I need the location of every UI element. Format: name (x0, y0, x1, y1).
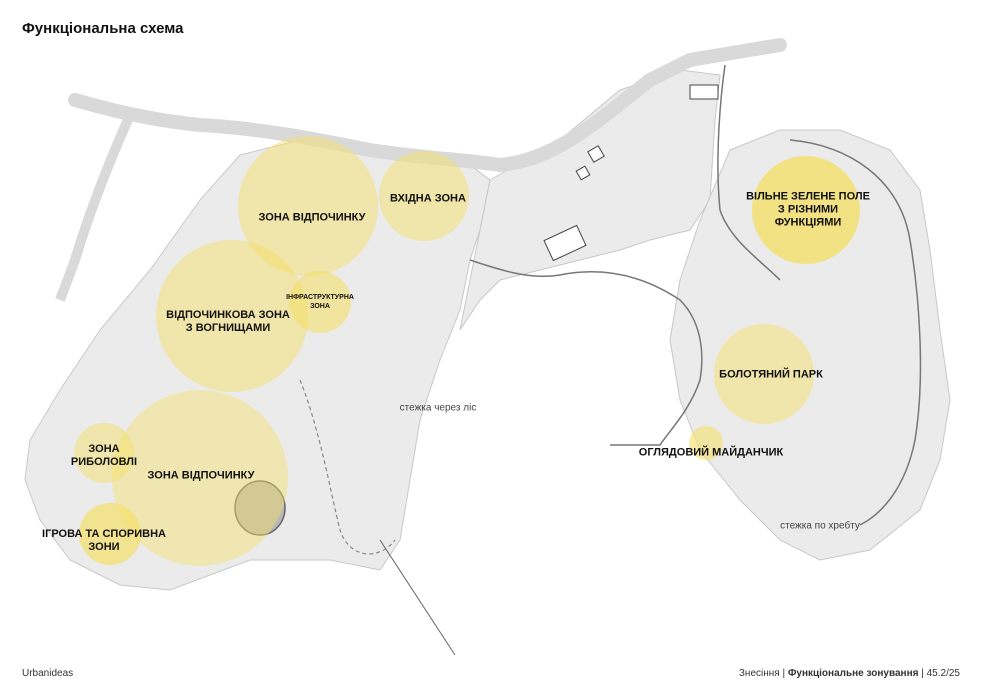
footer-separator: | (921, 668, 924, 679)
footer-section: Функціональне зонування (787, 668, 919, 679)
east-loop-path (789, 139, 922, 526)
zone-label-infra: ІНФРАСТРУКТУРНА ЗОНА (286, 294, 354, 310)
zone-label-entrance: ВХІДНА ЗОНА (390, 192, 466, 205)
building (575, 165, 591, 181)
zone-fishing-circle (74, 423, 134, 483)
zone-label-swamp-park: БОЛОТЯНИЙ ПАРК (719, 368, 823, 381)
building (587, 145, 605, 163)
zone-label-fishing: ЗОНА РИБОЛОВЛІ (70, 443, 138, 468)
page-title: Функціональна схема (22, 20, 184, 37)
zone-fire-rest-circle (156, 240, 308, 392)
zone-label-play-sport: ІГРОВА ТА СПОРИВНА ЗОНИ (42, 528, 166, 553)
pond (234, 480, 286, 536)
zone-label-viewpoint: ОГЛЯДОВИЙ МАЙДАНЧИК (638, 446, 784, 459)
zone-green-field-circle (752, 156, 860, 264)
zone-label-rest-north: ЗОНА ВІДПОЧИНКУ (258, 211, 366, 224)
zone-entrance-circle (379, 151, 469, 241)
east-park-area (669, 129, 951, 561)
path-label-ridge: стежка по хребту (780, 520, 860, 532)
footer-separator: | (782, 668, 786, 679)
footer-page-info: Знесіння | Функціональне зонування | 45.… (739, 668, 960, 679)
path-label-forest: стежка через ліс (399, 402, 477, 414)
footer-project: Знесіння (738, 668, 780, 679)
zone-viewpoint-circle (689, 426, 723, 460)
building (543, 224, 587, 262)
zone-label-fire-rest: ВІДПОЧИНКОВА ЗОНА З ВОГНИЩАМИ (166, 309, 290, 334)
zone-swamp-park-circle (714, 324, 814, 424)
zone-rest-south-circle (112, 390, 288, 566)
south-line (379, 539, 456, 656)
zone-play-sport-circle (79, 503, 141, 565)
zone-label-green-field: ВІЛЬНЕ ЗЕЛЕНЕ ПОЛЕ З РІЗНИМИ ФУНКЦІЯМИ (746, 190, 870, 229)
building (689, 84, 719, 100)
footer-org: Urbanideas (22, 668, 74, 679)
main-road (68, 38, 787, 173)
footer-page-number: 45.2/25 (926, 668, 960, 679)
zone-rest-north-circle (238, 136, 378, 276)
north-link-path (717, 64, 781, 281)
forest-trail (299, 379, 396, 555)
zone-label-rest-south: ЗОНА ВІДПОЧИНКУ (147, 469, 255, 482)
zone-infra-circle (289, 271, 351, 333)
connector-path (469, 259, 703, 446)
west-road (55, 112, 135, 302)
